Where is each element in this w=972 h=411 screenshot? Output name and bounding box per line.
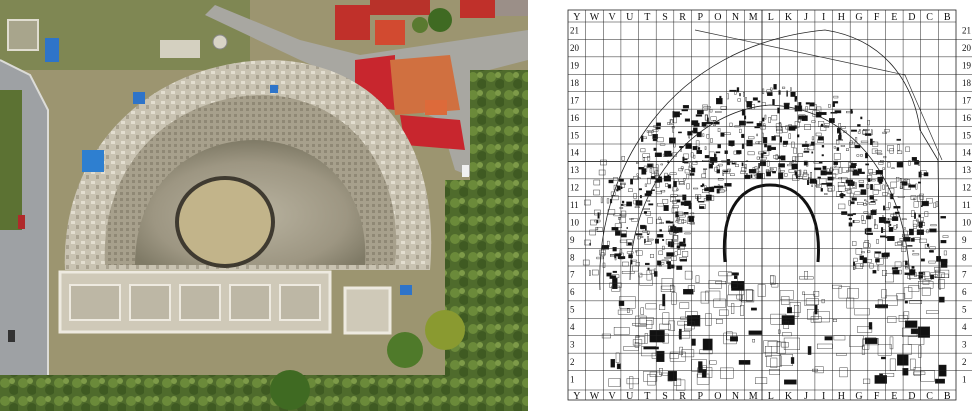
row-label-left: 9 bbox=[570, 235, 575, 245]
column-label-top: I bbox=[822, 12, 825, 23]
column-label-bottom: J bbox=[804, 391, 808, 402]
row-label-right: 1 bbox=[962, 374, 967, 384]
row-label-right: 9 bbox=[962, 235, 967, 245]
column-label-bottom: R bbox=[679, 391, 686, 402]
row-label-right: 2 bbox=[962, 357, 967, 367]
row-label-left: 13 bbox=[570, 165, 580, 175]
row-label-right: 11 bbox=[962, 200, 971, 210]
row-label-left: 17 bbox=[570, 95, 580, 105]
column-label-top: U bbox=[626, 12, 634, 23]
row-label-left: 2 bbox=[570, 357, 575, 367]
column-label-bottom: P bbox=[697, 391, 703, 402]
column-label-top: J bbox=[804, 12, 808, 23]
row-label-left: 5 bbox=[570, 305, 575, 315]
row-label-left: 18 bbox=[570, 78, 580, 88]
row-label-left: 16 bbox=[570, 113, 580, 123]
column-label-bottom: M bbox=[749, 391, 758, 402]
row-label-right: 8 bbox=[962, 252, 967, 262]
column-label-top: O bbox=[714, 12, 721, 23]
row-label-right: 4 bbox=[962, 322, 967, 332]
row-label-right: 13 bbox=[962, 165, 972, 175]
column-label-bottom: K bbox=[785, 391, 793, 402]
row-label-right: 20 bbox=[962, 43, 972, 53]
row-label-right: 19 bbox=[962, 61, 972, 71]
column-label-bottom: H bbox=[838, 391, 845, 402]
row-label-left: 12 bbox=[570, 183, 579, 193]
column-label-top: B bbox=[944, 12, 951, 23]
row-label-right: 15 bbox=[962, 130, 972, 140]
column-label-bottom: S bbox=[662, 391, 668, 402]
plan-linework bbox=[582, 29, 950, 391]
column-label-top: P bbox=[697, 12, 703, 23]
row-label-right: 10 bbox=[962, 217, 972, 227]
row-label-left: 21 bbox=[570, 26, 579, 36]
row-label-right: 16 bbox=[962, 113, 972, 123]
column-label-bottom: T bbox=[644, 391, 650, 402]
aerial-photo-drawing bbox=[0, 0, 528, 411]
column-label-top: H bbox=[838, 12, 845, 23]
grid-lines bbox=[567, 9, 972, 401]
column-label-top: D bbox=[908, 12, 915, 23]
row-label-right: 7 bbox=[962, 270, 967, 280]
row-label-left: 7 bbox=[570, 270, 575, 280]
column-label-top: V bbox=[608, 12, 616, 23]
column-label-bottom: N bbox=[732, 391, 739, 402]
row-label-right: 17 bbox=[962, 95, 972, 105]
column-label-top: S bbox=[662, 12, 668, 23]
column-label-top: W bbox=[590, 12, 600, 23]
row-label-right: 14 bbox=[962, 148, 972, 158]
row-label-right: 21 bbox=[962, 26, 971, 36]
row-label-left: 6 bbox=[570, 287, 575, 297]
row-label-right: 5 bbox=[962, 305, 967, 315]
column-label-bottom: C bbox=[926, 391, 933, 402]
row-label-left: 11 bbox=[570, 200, 579, 210]
row-label-right: 18 bbox=[962, 78, 972, 88]
column-label-top: L bbox=[768, 12, 774, 23]
row-label-right: 3 bbox=[962, 339, 967, 349]
row-label-left: 14 bbox=[570, 148, 580, 158]
row-label-left: 4 bbox=[570, 322, 575, 332]
column-label-top: M bbox=[749, 12, 758, 23]
row-label-left: 1 bbox=[570, 374, 575, 384]
row-label-left: 19 bbox=[570, 61, 580, 71]
row-label-left: 8 bbox=[570, 252, 575, 262]
column-label-bottom: I bbox=[822, 391, 825, 402]
row-label-right: 12 bbox=[962, 183, 971, 193]
column-label-bottom: E bbox=[891, 391, 897, 402]
column-label-top: N bbox=[732, 12, 739, 23]
row-label-left: 15 bbox=[570, 130, 580, 140]
column-label-bottom: B bbox=[944, 391, 951, 402]
column-label-top: G bbox=[855, 12, 862, 23]
column-label-bottom: D bbox=[908, 391, 915, 402]
column-label-top: R bbox=[679, 12, 686, 23]
column-label-top: K bbox=[785, 12, 793, 23]
column-label-bottom: V bbox=[608, 391, 616, 402]
column-label-bottom: F bbox=[874, 391, 880, 402]
column-label-bottom: W bbox=[590, 391, 600, 402]
row-label-left: 3 bbox=[570, 339, 575, 349]
column-label-bottom: G bbox=[855, 391, 862, 402]
column-label-top: Y bbox=[573, 12, 580, 23]
column-label-bottom: U bbox=[626, 391, 634, 402]
column-label-bottom: Y bbox=[573, 391, 580, 402]
aerial-photo bbox=[0, 0, 528, 411]
column-label-top: E bbox=[891, 12, 897, 23]
column-label-top: T bbox=[644, 12, 650, 23]
column-label-bottom: L bbox=[768, 391, 774, 402]
row-label-right: 6 bbox=[962, 287, 967, 297]
row-label-left: 20 bbox=[570, 43, 580, 53]
column-label-top: F bbox=[874, 12, 880, 23]
column-label-bottom: O bbox=[714, 391, 721, 402]
row-label-left: 10 bbox=[570, 217, 580, 227]
column-label-top: C bbox=[926, 12, 933, 23]
